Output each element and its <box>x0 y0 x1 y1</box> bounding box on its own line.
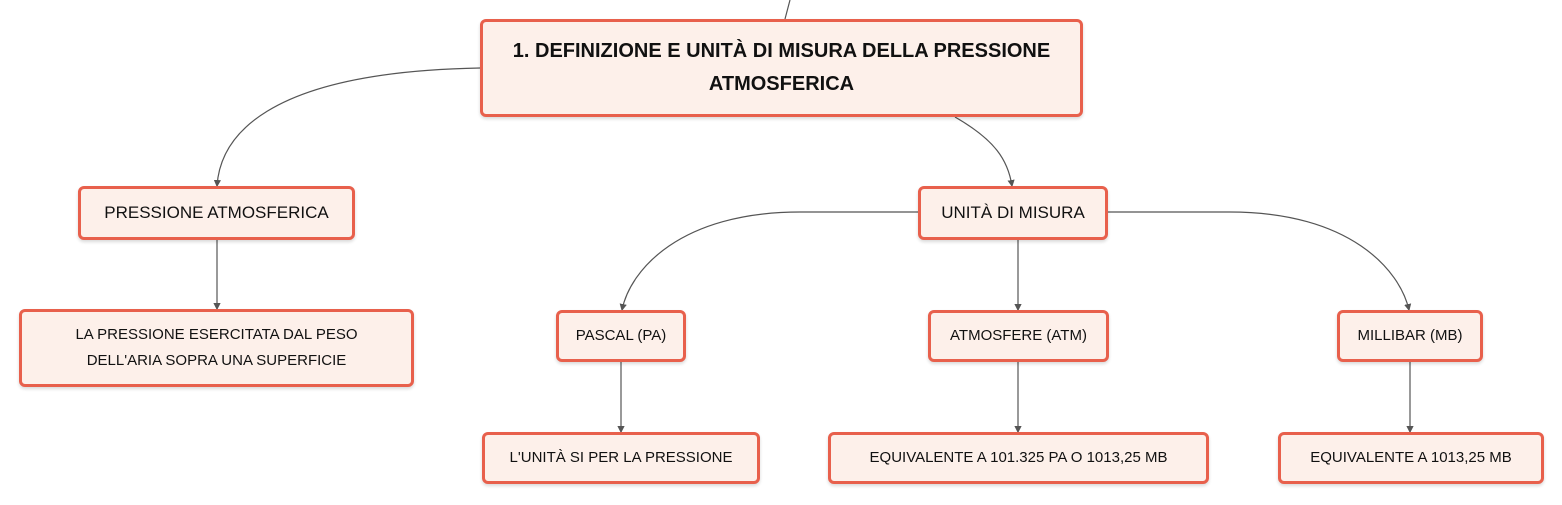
subtopic-millibar[interactable]: MILLIBAR (MB) <box>1337 310 1483 362</box>
subtopic-label: PASCAL (PA) <box>575 327 667 344</box>
connector-unita-to-pascal <box>619 211 918 312</box>
detail-atmosfere[interactable]: EQUIVALENTE A 101.325 PA O 1013,25 MB <box>828 432 1209 484</box>
detail-pressione-definition[interactable]: LA PRESSIONE ESERCITATA DAL PESO DELL'AR… <box>19 309 414 387</box>
detail-label: L'UNITÀ SI PER LA PRESSIONE <box>509 449 733 466</box>
topic-unita-di-misura[interactable]: UNITÀ DI MISURA <box>918 186 1108 240</box>
detail-millibar[interactable]: EQUIVALENTE A 1013,25 MB <box>1278 432 1544 484</box>
connector-root-to-pressione <box>213 67 481 188</box>
connector-unita-to-millibar <box>1106 211 1412 312</box>
root-topic-node[interactable]: 1. DEFINIZIONE E UNITÀ DI MISURA DELLA P… <box>480 19 1083 117</box>
detail-label: LA PRESSIONE ESERCITATA DAL PESO DELL'AR… <box>75 326 358 369</box>
connector-parent-to-root <box>784 0 791 20</box>
subtopic-atmosfere[interactable]: ATMOSFERE (ATM) <box>928 310 1109 362</box>
topic-pressione-atmosferica[interactable]: PRESSIONE ATMOSFERICA <box>78 186 355 240</box>
subtopic-label: MILLIBAR (MB) <box>1357 327 1463 344</box>
subtopic-pascal[interactable]: PASCAL (PA) <box>556 310 686 362</box>
detail-label: EQUIVALENTE A 1013,25 MB <box>1310 449 1512 466</box>
root-topic-label: 1. DEFINIZIONE E UNITÀ DI MISURA DELLA P… <box>512 40 1051 95</box>
topic-label: PRESSIONE ATMOSFERICA <box>104 203 329 222</box>
connector-root-to-unita <box>954 116 1015 188</box>
detail-label: EQUIVALENTE A 101.325 PA O 1013,25 MB <box>869 449 1168 466</box>
detail-pascal[interactable]: L'UNITÀ SI PER LA PRESSIONE <box>482 432 760 484</box>
topic-label: UNITÀ DI MISURA <box>941 203 1085 222</box>
subtopic-label: ATMOSFERE (ATM) <box>950 327 1087 344</box>
